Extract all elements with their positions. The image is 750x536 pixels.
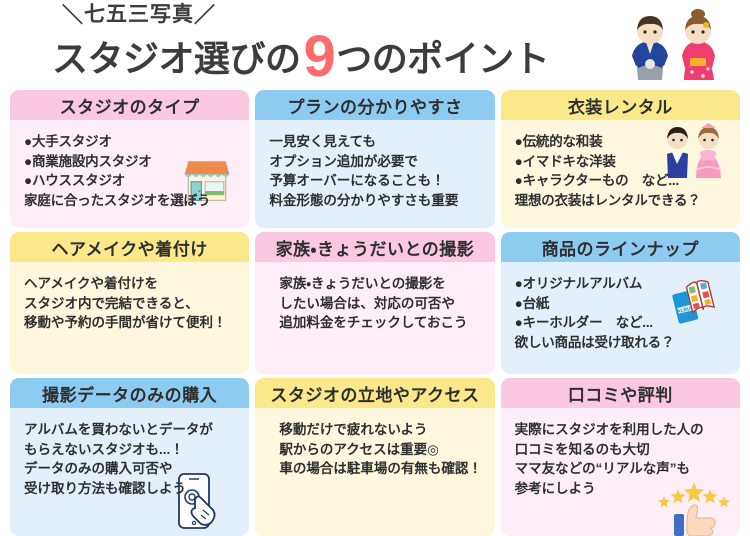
title-number: 9 — [303, 24, 336, 89]
point-card-text: 移動だけで疲れないよう 駅からのアクセスは重要◎ 車の場合は駐車場の有無も確認！ — [279, 422, 482, 477]
title-part-2: つのポイント — [336, 38, 550, 79]
point-card-body: 実際にスタジオを利用した人の 口コミを知るのも大切 ママ友などの“リアルな声”も… — [500, 408, 740, 536]
point-card-title: 撮影データのみの購入 — [10, 378, 250, 408]
point-card-title: スタジオの立地やアクセス — [255, 378, 495, 408]
point-card-plan-clarity: プランの分かりやすさ一見安く見えても オプション追加が必要で 予算オーバーになる… — [255, 90, 495, 228]
point-card-title: 商品のラインナップ — [500, 232, 740, 262]
point-card-text: 一見安く見えても オプション追加が必要で 予算オーバーになることも！ 料金形態の… — [269, 134, 459, 209]
point-card-body: 移動だけで疲れないよう 駅からのアクセスは重要◎ 車の場合は駐車場の有無も確認！ — [255, 408, 495, 536]
point-card-text: 家族・きょうだいとの撮影を したい場合は、対応の可否や 追加料金をチェックしてお… — [279, 276, 468, 331]
slash-right-icon: ／ — [194, 4, 216, 27]
eyebrow-text: 七五三写真 — [84, 3, 194, 26]
point-card-body: アルバムを買わないとデータが もらえないスタジオも...！ データのみの購入可否… — [10, 408, 250, 536]
point-card-body: 一見安く見えても オプション追加が必要で 予算オーバーになることも！ 料金形態の… — [255, 120, 495, 228]
slash-left-icon: ＼ — [62, 4, 84, 27]
point-card-body: ALBUM ●オリジナルアルバム ●台紙 ●キーホルダー など... 欲しい商品… — [500, 262, 740, 374]
point-card-text: ●伝統的な和装 ●イマドキな洋装 ●キャラクターもの など... 理想の衣装はレ… — [514, 134, 701, 209]
point-card-body: ヘアメイクや着付けを スタジオ内で完結できると、 移動や予約の手間が省けて便利！ — [10, 262, 250, 374]
point-card-text: ●大手スタジオ ●商業施設内スタジオ ●ハウススタジオ 家庭に合ったスタジオを選… — [24, 134, 211, 209]
point-card-reviews-reputation: 口コミや評判 実際にスタジオを利用した人の 口コミを知るのも大切 ママ友などの“… — [500, 378, 740, 536]
point-card-hair-makeup-dressing: ヘアメイクや着付けヘアメイクや着付けを スタジオ内で完結できると、 移動や予約の… — [10, 232, 250, 374]
point-card-body: ●伝統的な和装 ●イマドキな洋装 ●キャラクターもの など... 理想の衣装はレ… — [500, 120, 740, 228]
point-card-family-sibling-photos: 家族・きょうだいとの撮影家族・きょうだいとの撮影を したい場合は、対応の可否や … — [255, 232, 495, 374]
kimono-children-icon — [632, 9, 715, 80]
eyebrow-label: ＼七五三写真／ — [52, 3, 597, 27]
point-card-title: ヘアメイクや着付け — [10, 232, 250, 262]
point-card-body: 家族・きょうだいとの撮影を したい場合は、対応の可否や 追加料金をチェックしてお… — [255, 262, 495, 374]
point-card-costume-rental: 衣装レンタル ●伝統的な和装 ●イマドキな洋装 ●キャラクターもの など... … — [500, 90, 740, 228]
point-card-title: 衣装レンタル — [500, 90, 740, 120]
title-part-1: スタジオ選びの — [52, 38, 301, 79]
point-card-data-only-purchase: 撮影データのみの購入 アルバムを買わないとデータが もらえないスタジオも...！… — [10, 378, 250, 536]
point-card-text: 実際にスタジオを利用した人の 口コミを知るのも大切 ママ友などの“リアルな声”も… — [514, 422, 704, 497]
point-card-title: スタジオのタイプ — [10, 90, 250, 120]
point-card-location-access: スタジオの立地やアクセス移動だけで疲れないよう 駅からのアクセスは重要◎ 車の場… — [255, 378, 495, 536]
point-card-title: 口コミや評判 — [500, 378, 740, 408]
point-card-title: プランの分かりやすさ — [255, 90, 495, 120]
point-card-studio-type: スタジオのタイプ ●大手スタジオ ●商業施設内スタジオ ●ハウススタジオ 家庭に… — [10, 90, 250, 228]
points-grid: スタジオのタイプ ●大手スタジオ ●商業施設内スタジオ ●ハウススタジオ 家庭に… — [0, 88, 750, 536]
point-card-text: アルバムを買わないとデータが もらえないスタジオも...！ データのみの購入可否… — [24, 422, 213, 497]
point-card-text: ●オリジナルアルバム ●台紙 ●キーホルダー など... 欲しい商品は受け取れる… — [514, 276, 675, 351]
point-card-body: ●大手スタジオ ●商業施設内スタジオ ●ハウススタジオ 家庭に合ったスタジオを選… — [10, 120, 250, 228]
point-card-product-lineup: 商品のラインナップ ALBUM ●オリジナルアルバム ●台紙 ●キーホルダー な… — [500, 232, 740, 374]
point-card-title: 家族・きょうだいとの撮影 — [255, 232, 495, 262]
point-card-text: ヘアメイクや着付けを スタジオ内で完結できると、 移動や予約の手間が省けて便利！ — [24, 276, 227, 331]
